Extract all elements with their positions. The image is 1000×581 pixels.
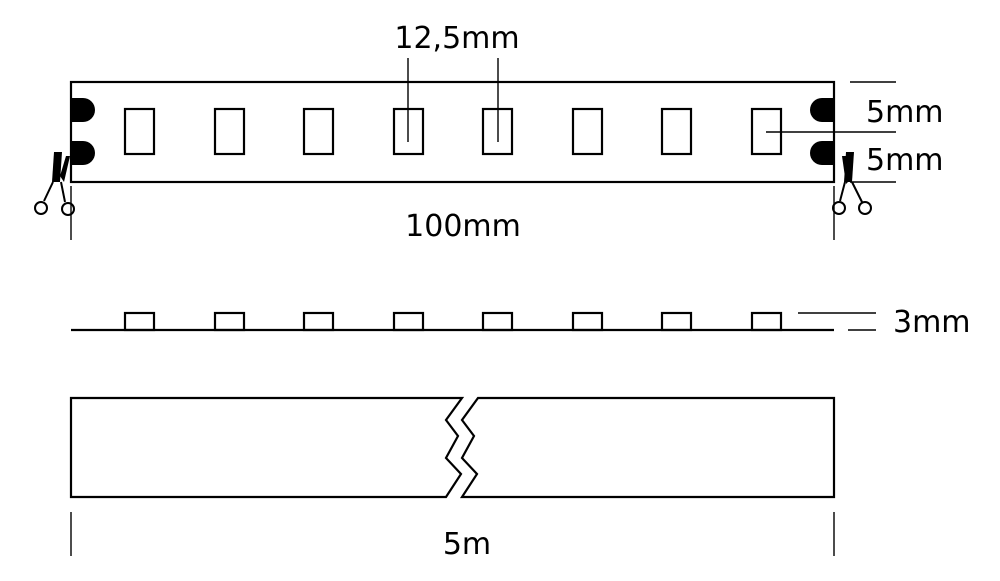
reel-view (69, 396, 836, 499)
led-chip-side (302, 311, 335, 332)
led-chip-side (481, 311, 514, 332)
reel-length-label: 5m (443, 527, 491, 562)
top-view (69, 80, 836, 184)
dimension-lines-side (798, 312, 876, 331)
led-chip (571, 107, 604, 156)
led-chip-side (571, 311, 604, 332)
led-chip-side (123, 311, 156, 332)
segment-length-label: 100mm (405, 209, 521, 244)
scissors-icon (832, 152, 872, 215)
side-view (71, 311, 834, 332)
solder-pad-icon (71, 98, 834, 165)
pad-lower-label: 5mm (866, 143, 944, 178)
led-chip (302, 107, 335, 156)
led-pitch-label: 12,5mm (394, 21, 519, 56)
led-chip (660, 107, 693, 156)
led-chip (123, 107, 156, 156)
height-label: 3mm (893, 305, 971, 340)
led-chip-side (660, 311, 693, 332)
strip-segment (69, 80, 836, 184)
pad-upper-label: 5mm (866, 95, 944, 130)
scissors-icon (34, 152, 75, 216)
led-chip-side (392, 311, 425, 332)
led-chip (213, 107, 246, 156)
led-chip-side (213, 311, 246, 332)
dimension-lines-reel (70, 512, 835, 556)
dimension-lines-top (70, 58, 896, 240)
led-chip-side (750, 311, 783, 332)
